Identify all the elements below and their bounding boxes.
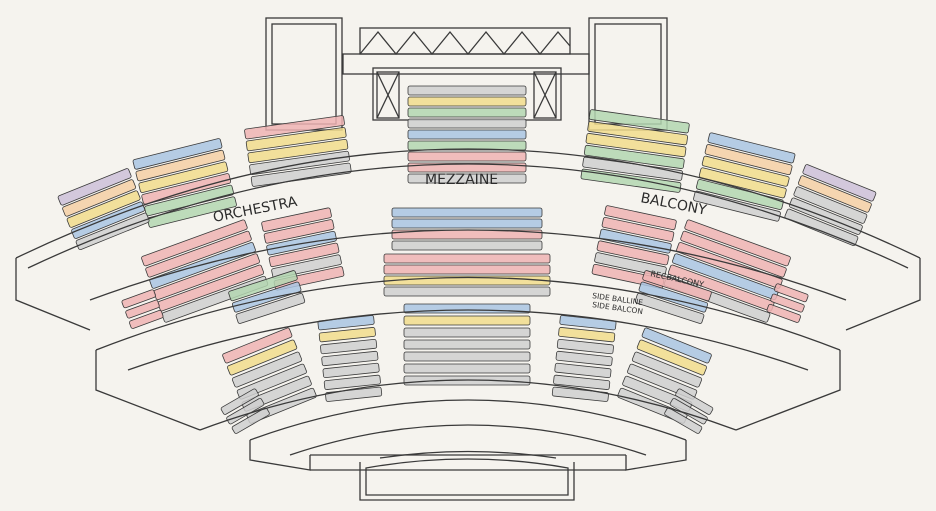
upper-right-top-row-1	[588, 109, 690, 134]
mezz-left-row-3	[149, 242, 256, 289]
upper-left-outer-row-1	[57, 168, 132, 206]
side-box-left-row-1	[121, 289, 156, 309]
mezz-left-inner-row-1	[261, 207, 332, 232]
upper-left-top-row-1	[244, 115, 345, 140]
orch-center-left-row-3	[320, 338, 378, 355]
mezz-left-row-2	[145, 230, 252, 278]
mezz-right-row-3	[676, 242, 783, 289]
orch-center-right-row-2	[558, 327, 616, 343]
upper-right-top-row-4	[583, 144, 685, 170]
side-box-right-row-3	[766, 304, 801, 323]
orch-far-right-row-1	[675, 388, 714, 415]
upper-right-inner-row-5	[696, 179, 784, 210]
mezz-right-inner-row-2	[601, 217, 675, 242]
center-back-row-7	[407, 151, 527, 162]
upper-left-top-row-3	[247, 138, 349, 164]
upper-left-top-row-5	[250, 162, 352, 187]
mezz-center-row-2	[391, 218, 543, 229]
side-box-left-row-3	[129, 310, 164, 329]
side-box-right-row-1	[774, 283, 809, 303]
upper-right-outer-row-2	[797, 175, 872, 213]
mezz-left-row-1	[141, 219, 248, 267]
upper-left-outer-row-3	[66, 190, 141, 228]
upper-right-inner-row-3	[701, 155, 790, 187]
mezz-right-inner-row-5	[594, 252, 667, 278]
upper-left-outer-row-2	[62, 179, 137, 217]
orch-center-left-row-2	[318, 327, 376, 343]
orch-center-right-row-7	[551, 386, 609, 402]
orch-far-left-row-1	[220, 388, 259, 415]
upper-left-top-row-2	[245, 127, 347, 152]
orch-left-row-2	[227, 339, 298, 376]
side-box-right-row-2	[770, 293, 805, 313]
mezz-right-row-1	[684, 219, 791, 267]
mezz-right-inner-row-4	[596, 240, 670, 266]
orch-center-left-row-6	[323, 374, 381, 390]
center-back-row-5	[407, 129, 527, 140]
center-back-row-6	[407, 140, 527, 151]
upper-left-inner-row-3	[138, 161, 229, 193]
mezz-left-low-row-1	[228, 270, 298, 302]
upper-right-inner-row-4	[698, 167, 787, 199]
label-mezzanine: MEZZAINE	[425, 172, 498, 188]
orch-left-row-1	[222, 327, 293, 364]
mezz-right-inner-row-1	[604, 205, 677, 231]
upper-right-inner-row-1	[707, 132, 796, 164]
upper-left-inner-row-6	[147, 196, 237, 228]
orch-center-right-row-5	[554, 362, 612, 379]
mezz-left-low-row-3	[235, 293, 306, 324]
orch-center-left-row-5	[322, 362, 380, 379]
orch-center-row-6	[403, 363, 531, 374]
upper-left-inner-row-2	[135, 149, 226, 182]
orch-center-right-row-6	[553, 374, 611, 390]
orch-far-left-row-3	[231, 407, 270, 434]
upper-left-inner-row-1	[132, 138, 223, 170]
mezz-left-inner-row-4	[268, 242, 340, 268]
center-back-row-9	[407, 173, 527, 184]
center-back-row-8	[407, 162, 527, 173]
orch-center-row-3	[403, 327, 531, 338]
center-back-row-3	[407, 107, 527, 118]
orch-right-row-3	[631, 351, 703, 388]
center-back-row-4	[407, 118, 527, 129]
upper-right-top-row-2	[587, 121, 688, 146]
upper-right-top-row-3	[585, 133, 687, 158]
auditorium-shell	[15, 148, 921, 501]
side-box-left-row-2	[125, 299, 160, 319]
orch-far-right-row-2	[669, 398, 708, 425]
upper-right-outer-row-3	[793, 186, 868, 224]
center-back-row-1	[407, 85, 527, 96]
mezz-center-row-1	[391, 207, 543, 218]
orch-center-row-5	[403, 351, 531, 362]
upper-left-inner-row-4	[141, 173, 232, 205]
upper-right-outer-row-1	[802, 164, 877, 202]
seating-tiers	[57, 85, 877, 434]
orch-center-row-2	[403, 315, 531, 326]
orch-far-right-row-3	[664, 407, 703, 434]
orch-center-row-4	[403, 339, 531, 350]
orch-left-row-3	[231, 351, 303, 388]
orch-right-row-2	[636, 339, 707, 376]
mezz-right-row-2	[680, 230, 787, 278]
mezz-left-low-row-2	[231, 281, 302, 313]
mezz-lower-row-1	[383, 253, 551, 264]
mezz-left-inner-row-2	[263, 219, 335, 244]
mezz-right-low-row-1	[642, 270, 712, 302]
mezz-right-low-row-3	[634, 293, 705, 324]
mezz-lower-row-4	[383, 286, 551, 297]
center-back-row-2	[407, 96, 527, 107]
orch-right-row-1	[641, 327, 712, 364]
orch-center-right-row-4	[555, 350, 613, 367]
mezz-lower-row-2	[383, 264, 551, 275]
upper-right-outer-row-5	[784, 208, 859, 246]
mezz-center-row-4	[391, 240, 543, 251]
orch-center-right-row-3	[556, 338, 614, 355]
upper-right-inner-row-2	[704, 144, 793, 176]
upper-right-outer-row-4	[788, 197, 863, 235]
orch-center-left-row-4	[321, 350, 379, 367]
orch-center-right-row-1	[559, 315, 617, 331]
